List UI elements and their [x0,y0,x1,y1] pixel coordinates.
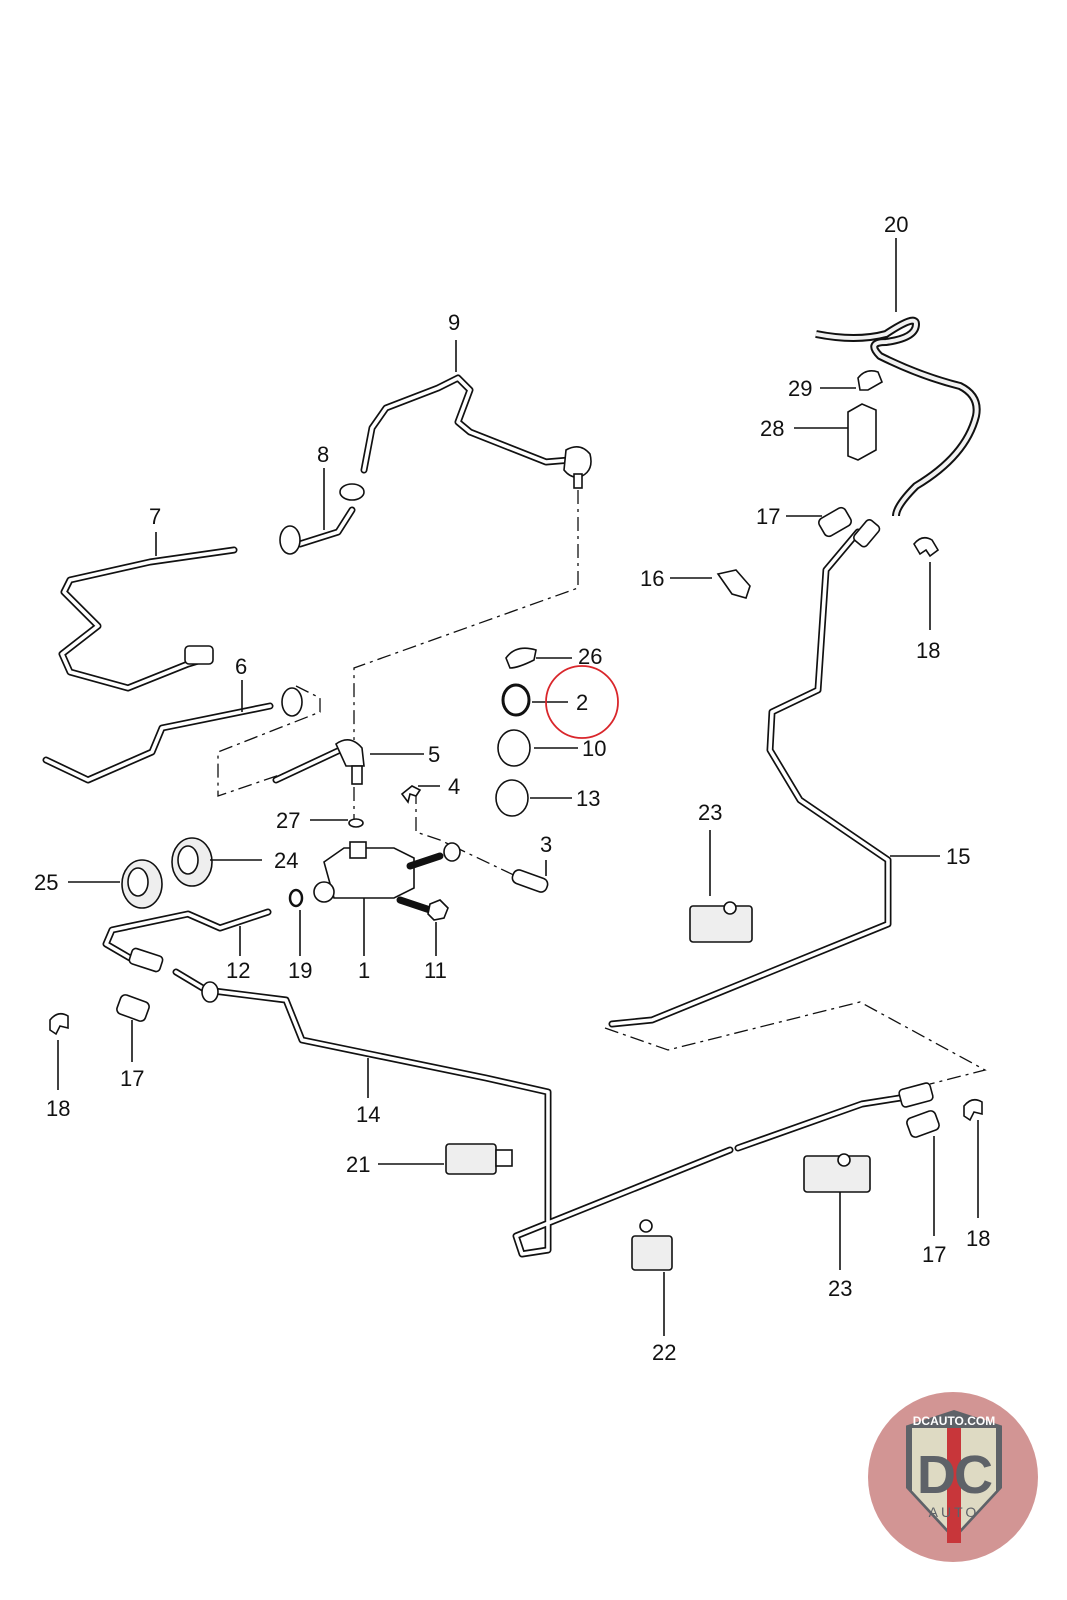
callout-11: 11 [424,958,447,983]
callout-7: 7 [149,504,161,529]
callout-12: 12 [226,958,250,983]
callout-27: 27 [276,808,300,833]
callout-24: 24 [274,848,298,873]
callout-19: 19 [288,958,312,983]
logo-sub: AUTO [928,1504,980,1520]
pipe-7 [58,546,238,692]
callout-28: 28 [760,416,784,441]
part-19-ring [288,888,304,908]
part-1-cylinder [313,818,461,903]
bracket-28-29 [847,370,884,461]
callout-labels: 9 8 7 6 5 4 27 24 25 12 19 1 11 3 26 2 1… [34,212,990,1365]
holder-23-lower [803,1153,871,1193]
part-4-clip [400,785,422,804]
callout-3: 3 [540,832,552,857]
logo-site-text: DCAUTO.COM [912,1414,996,1428]
highlight-circle [545,665,619,739]
callout-15: 15 [946,844,970,869]
callout-1: 1 [358,958,370,983]
assembly-guide-lines [217,490,987,1085]
pipe-15 [608,518,892,1028]
part-3-pin [511,869,549,893]
callout-23-upper: 23 [698,800,722,825]
callout-21: 21 [346,1152,370,1177]
callout-5: 5 [428,742,440,767]
callout-18-left: 18 [46,1096,70,1121]
callout-8: 8 [317,442,329,467]
callout-10: 10 [582,736,606,761]
callout-20: 20 [884,212,908,237]
callout-26: 26 [578,644,602,669]
callout-6: 6 [235,654,247,679]
callout-13: 13 [576,786,600,811]
logo-mark: DC [917,1445,993,1505]
part-11-bolt [396,896,449,921]
holder-21 [445,1143,513,1175]
part-8-grommet [279,483,365,555]
dcauto-logo: DCAUTO.COM DC AUTO [868,1392,1038,1562]
fitting-17-left [116,994,150,1022]
pipe-9 [360,374,592,489]
clip-18-left [49,1012,69,1036]
pipe-14 [172,968,934,1258]
callout-23-lower: 23 [828,1276,852,1301]
clip-18-right [963,1098,983,1122]
seals-24-25 [121,837,213,909]
callout-17-upper: 17 [756,504,780,529]
callout-4: 4 [448,774,460,799]
leader-lines [57,238,979,1336]
fitting-17-right [906,1110,940,1138]
callout-9: 9 [448,310,460,335]
callout-29: 29 [788,376,812,401]
fitting-17-upper [818,506,852,538]
callout-14: 14 [356,1102,380,1127]
callout-18-right: 18 [966,1226,990,1251]
callout-2: 2 [576,690,588,715]
pipe-6 [42,687,303,784]
callout-17-left: 17 [120,1066,144,1091]
clip-18-upper [913,536,940,558]
holder-23-upper [689,901,753,943]
callout-16: 16 [640,566,664,591]
hose-20 [815,316,981,517]
pipe-12 [102,908,272,973]
callout-22: 22 [652,1340,676,1365]
callout-18-upper: 18 [916,638,940,663]
callout-17-right: 17 [922,1242,946,1267]
callout-25: 25 [34,870,58,895]
part-16-clip [716,569,751,599]
part-5-elbow [272,739,365,785]
holder-22 [631,1219,673,1271]
seal-stack [495,647,537,817]
